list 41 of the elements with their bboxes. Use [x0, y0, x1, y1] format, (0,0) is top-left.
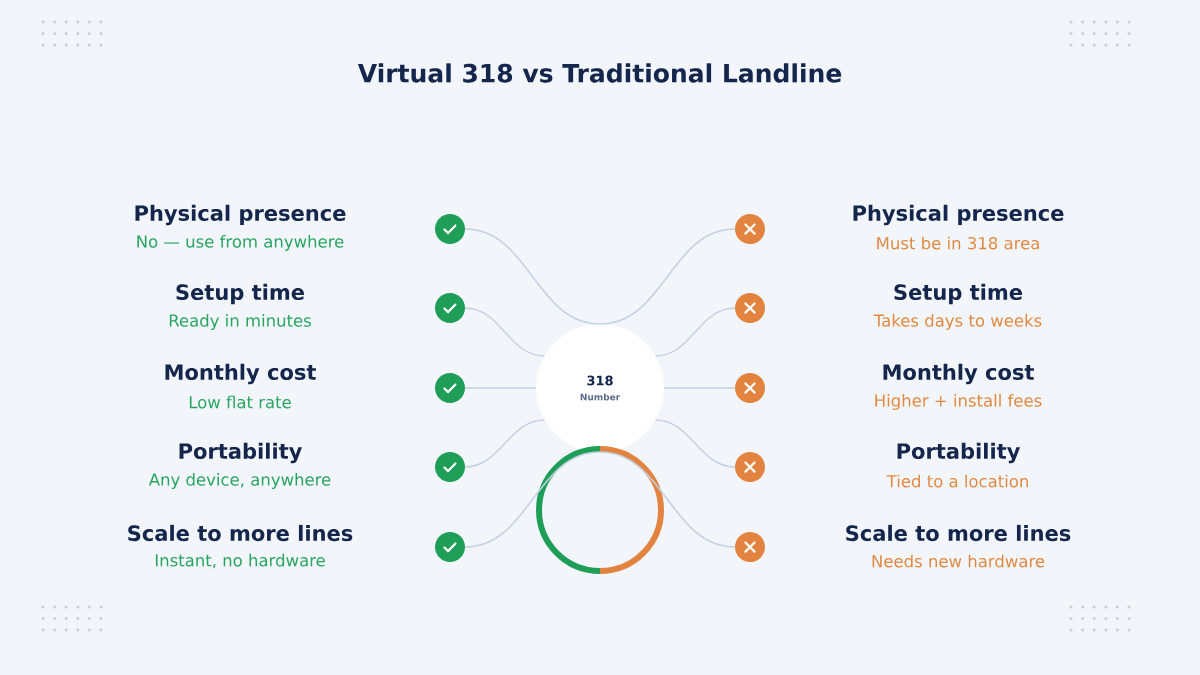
- connector-line: [654, 307, 736, 357]
- cross-icon: [735, 373, 765, 403]
- row-description: No — use from anywhere: [137, 235, 344, 251]
- check-icon: [435, 373, 465, 403]
- connector-line: [464, 307, 546, 357]
- row-heading: Scale to more lines: [128, 524, 353, 542]
- check-icon: [435, 214, 465, 244]
- row-heading: Physical presence: [135, 204, 346, 226]
- row-heading: Portability: [179, 442, 302, 464]
- row-heading: Setup time: [176, 283, 304, 305]
- row-description: Ready in minutes: [169, 314, 311, 330]
- connector-line: [654, 419, 736, 468]
- row-description: Higher + install fees: [875, 394, 1042, 410]
- row-heading: Monthly cost: [883, 363, 1034, 385]
- cross-icon: [735, 532, 765, 562]
- check-icon: [435, 293, 465, 323]
- row-description: Takes days to weeks: [873, 314, 1042, 330]
- row-description: Low flat rate: [189, 395, 291, 409]
- check-icon: [435, 532, 465, 562]
- row-description: Any device, anywhere: [148, 473, 331, 489]
- row-description: Must be in 318 area: [877, 236, 1039, 250]
- check-icon: [435, 452, 465, 482]
- connector-line: [663, 387, 736, 389]
- row-description: Needs new hardware: [872, 554, 1045, 568]
- connector-line: [464, 387, 537, 389]
- connector-line: [599, 451, 736, 548]
- connector-line: [464, 419, 546, 468]
- row-heading: Monthly cost: [165, 363, 316, 385]
- row-heading: Physical presence: [853, 204, 1064, 226]
- title: Virtual 318 vs Traditional Landline: [357, 63, 842, 83]
- row-heading: Portability: [897, 442, 1020, 464]
- cross-icon: [735, 214, 765, 244]
- connector-line: [599, 228, 736, 325]
- connector-line: [464, 451, 601, 548]
- row-description: Instant, no hardware: [155, 553, 325, 569]
- cross-icon: [735, 452, 765, 482]
- row-heading: Setup time: [894, 283, 1022, 305]
- row-heading: Scale to more lines: [846, 524, 1071, 542]
- cross-icon: [735, 293, 765, 323]
- row-description: Tied to a location: [886, 474, 1028, 488]
- connector-line: [464, 228, 601, 325]
